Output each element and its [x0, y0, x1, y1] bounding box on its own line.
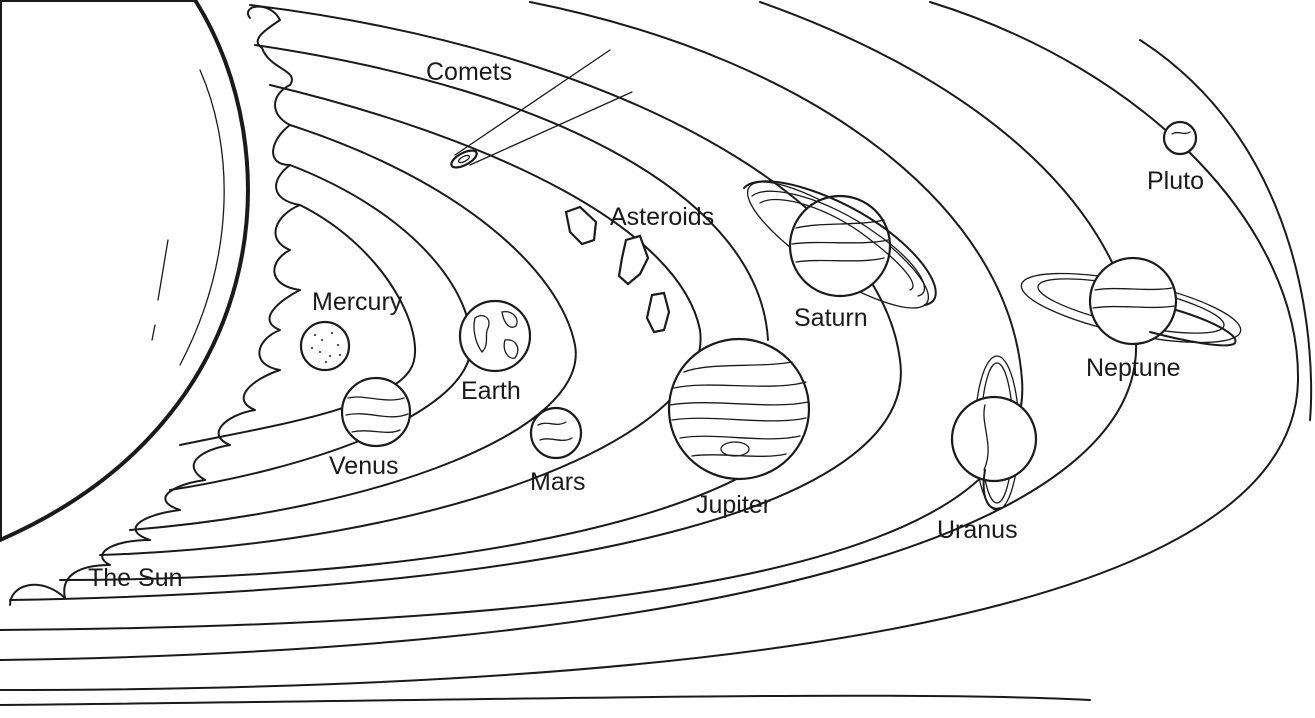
- orbit-earth: [129, 124, 577, 531]
- asteroid: [617, 234, 650, 286]
- comet-tail: [454, 49, 611, 156]
- orbit-mars: [99, 84, 702, 556]
- planet-mercury: [299, 320, 351, 372]
- sun-disc: [0, 0, 250, 543]
- planet-venus: [340, 376, 412, 448]
- planet-neptune: [1020, 256, 1242, 347]
- sun-shading-mark: [157, 239, 169, 301]
- uranus-surface: [983, 404, 989, 471]
- label-earth: Earth: [461, 377, 521, 405]
- saturn-ring-front: [751, 190, 926, 297]
- orbit-jupiter-lower: [59, 439, 796, 581]
- label-asteroids: Asteroids: [610, 203, 714, 231]
- saturn-ring-front: [743, 180, 937, 306]
- labels: Comets Asteroids Pluto Mercury Saturn Ne…: [88, 58, 1204, 592]
- label-venus: Venus: [329, 452, 399, 480]
- orbit-outer: [1139, 39, 1313, 421]
- earth-continent: [501, 311, 518, 328]
- label-uranus: Uranus: [937, 516, 1018, 544]
- pluto-surface: [1171, 131, 1191, 135]
- mercury-craters: [311, 332, 341, 363]
- comet-head: [450, 149, 478, 169]
- neptune-band: [1094, 287, 1173, 291]
- earth-continent: [473, 314, 490, 353]
- comet-nucleus: [457, 154, 471, 164]
- orbit-bottom: [0, 694, 1091, 706]
- label-mars: Mars: [530, 468, 586, 496]
- comet-tail: [469, 91, 633, 166]
- orbit-mercury: [179, 204, 416, 446]
- venus-surface: [351, 429, 401, 433]
- uranus-ring-front: [982, 469, 1001, 510]
- comet: [450, 49, 633, 169]
- orbit-pluto: [0, 1, 1300, 691]
- planet-mars: [529, 406, 583, 460]
- sun-shading-mark: [151, 324, 156, 341]
- label-mercury: Mercury: [312, 288, 403, 316]
- flare-arc: [9, 5, 301, 606]
- asteroids: [564, 205, 671, 334]
- label-pluto: Pluto: [1147, 167, 1204, 195]
- earth-continent: [503, 339, 519, 359]
- venus-surface: [345, 413, 409, 418]
- planet-pluto: [1162, 120, 1198, 156]
- planet-earth: [458, 299, 532, 373]
- sun: [0, 0, 250, 543]
- uranus-body: [950, 395, 1038, 483]
- label-neptune: Neptune: [1086, 354, 1181, 382]
- orbit-jupiter: [254, 44, 769, 341]
- saturn-band: [791, 239, 889, 245]
- label-saturn: Saturn: [794, 304, 868, 332]
- mars-surface: [537, 421, 567, 426]
- orbit-neptune: [0, 1, 1138, 661]
- planet-jupiter: [667, 337, 811, 481]
- mars-surface: [539, 437, 573, 441]
- saturn-band: [795, 257, 885, 263]
- planet-saturn: [743, 180, 937, 309]
- neptune-body: [1088, 256, 1178, 346]
- label-sun: The Sun: [88, 564, 183, 592]
- sun-shading: [179, 69, 225, 366]
- asteroid: [645, 291, 671, 334]
- jupiter-great-red-spot: [720, 441, 750, 457]
- planets: [299, 120, 1242, 511]
- label-jupiter: Jupiter: [696, 491, 771, 519]
- saturn-body: [788, 194, 892, 298]
- label-comets: Comets: [426, 58, 512, 86]
- asteroid: [564, 205, 598, 246]
- planet-uranus: [950, 355, 1038, 511]
- neptune-ring-front: [1149, 309, 1237, 347]
- neptune-band: [1092, 305, 1175, 309]
- venus-surface: [347, 396, 405, 401]
- saturn-ring-front: [759, 198, 914, 291]
- orbit-saturn: [9, 4, 902, 601]
- solar-flares: [9, 5, 301, 606]
